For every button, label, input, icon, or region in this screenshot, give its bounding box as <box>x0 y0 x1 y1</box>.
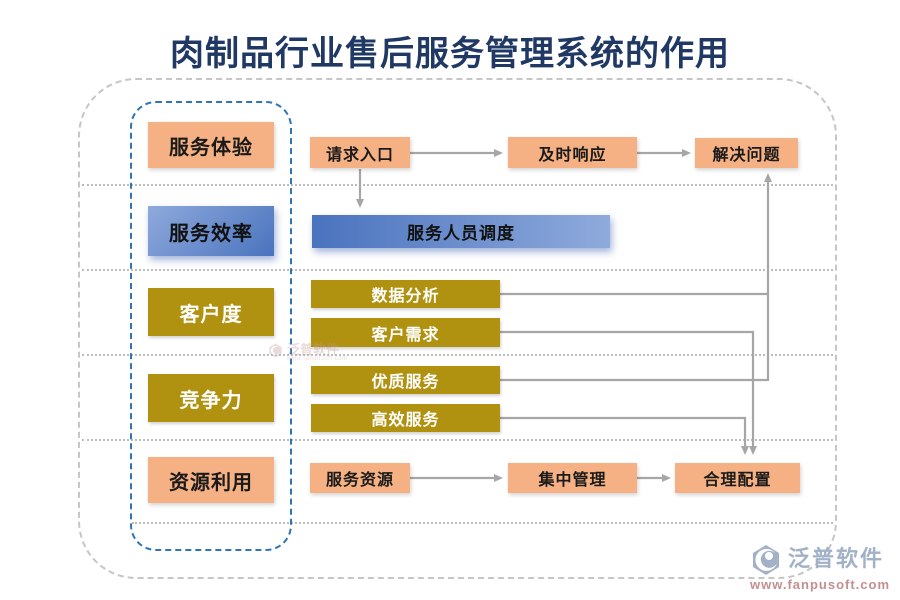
logo-site-text: www.fanpusoft.com <box>750 577 891 592</box>
node-personnel-dispatch: 服务人员调度 <box>312 215 610 248</box>
row-separator-4 <box>82 439 833 441</box>
node-efficient-service: 高效服务 <box>311 404 500 432</box>
row-separator-3 <box>82 354 833 356</box>
category-customer-degree: 客户度 <box>148 288 274 336</box>
category-column-frame <box>130 101 292 551</box>
category-service-experience: 服务体验 <box>148 122 274 168</box>
node-timely-response: 及时响应 <box>508 137 637 168</box>
center-watermark-brand: 泛普软件 <box>287 342 340 357</box>
node-centralized-management: 集中管理 <box>508 463 637 493</box>
node-reasonable-allocation: 合理配置 <box>675 463 800 493</box>
row-separator-2 <box>82 269 833 271</box>
node-quality-service: 优质服务 <box>311 366 500 394</box>
center-watermark-site: www.fanpusoft.com <box>287 356 348 362</box>
row-separator-1 <box>82 184 833 186</box>
node-data-analysis: 数据分析 <box>311 280 500 308</box>
row-separator-5 <box>132 522 833 524</box>
page-title: 肉制品行业售后服务管理系统的作用 <box>170 35 730 73</box>
logo-brand-text: 泛普软件 <box>788 546 885 571</box>
outer-frame <box>78 78 837 579</box>
node-solve-problem: 解决问题 <box>695 138 798 168</box>
fanpu-logo: 泛普软件 www.fanpusoft.com <box>750 544 890 592</box>
node-customer-needs: 客户需求 <box>311 318 500 347</box>
node-service-resources: 服务资源 <box>310 463 410 493</box>
fanpu-logo-icon <box>269 343 282 358</box>
center-watermark: 泛普软件 www.fanpusoft.com <box>268 343 348 362</box>
category-service-efficiency: 服务效率 <box>148 206 274 256</box>
category-competitiveness: 竞争力 <box>148 374 274 422</box>
category-resource-utilization: 资源利用 <box>148 457 274 503</box>
fanpu-hexagon-logo-icon <box>753 545 779 575</box>
node-request-entry: 请求入口 <box>310 137 410 168</box>
